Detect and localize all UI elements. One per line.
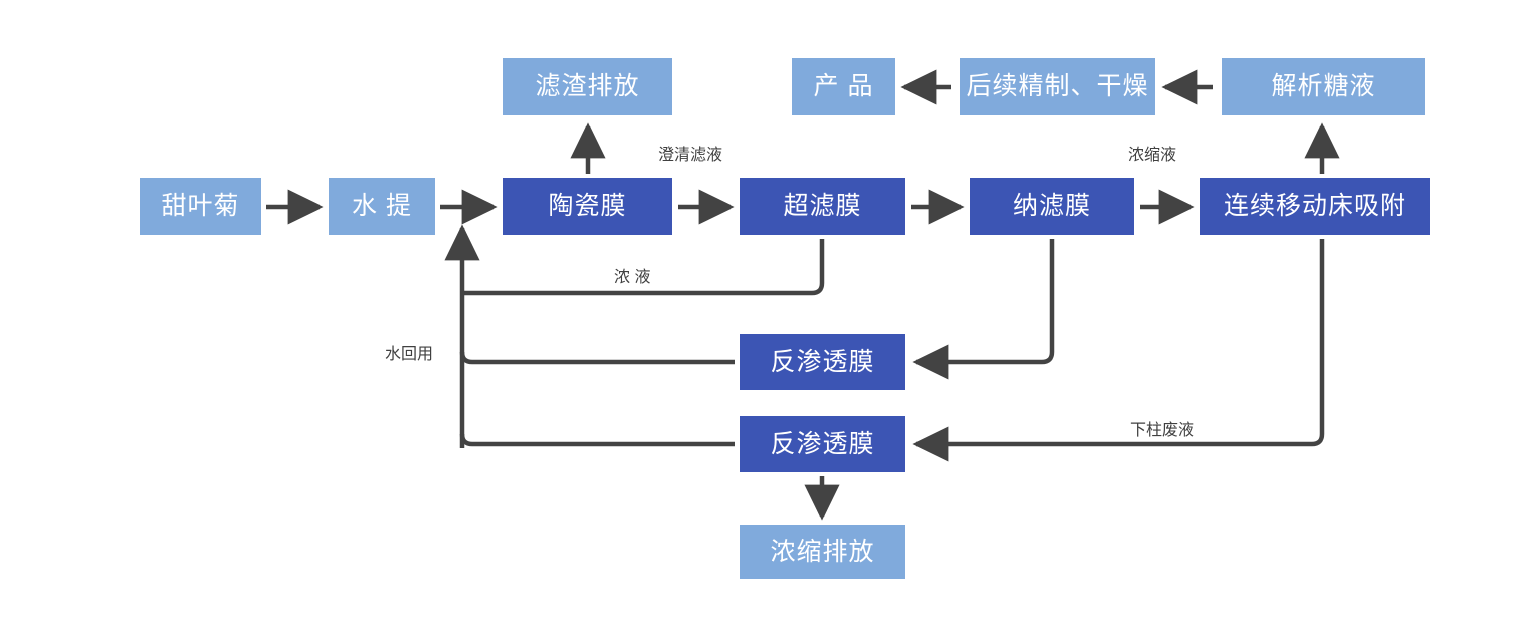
node-desorbed-sugar-liquid-label: 解析糖液 xyxy=(1271,72,1376,100)
edge-label-column-waste-liquid: 下柱废液 xyxy=(1130,422,1195,439)
connector-ultra-concentrate-to-feed xyxy=(462,239,825,296)
node-stevia[interactable]: 甜叶菊 xyxy=(140,178,261,235)
node-reverse-osmosis-bottom-label: 反渗透膜 xyxy=(770,429,875,458)
node-ceramic-membrane[interactable]: 陶瓷膜 xyxy=(503,178,672,235)
node-residue-discharge[interactable]: 滤渣排放 xyxy=(503,58,672,115)
node-refining-drying-label: 后续精制、干燥 xyxy=(966,72,1149,100)
node-concentrate-discharge[interactable]: 浓缩排放 xyxy=(740,525,905,579)
edge-label-water-reuse: 水回用 xyxy=(385,346,434,363)
node-refining-drying[interactable]: 后续精制、干燥 xyxy=(960,58,1155,115)
node-ceramic-membrane-label: 陶瓷膜 xyxy=(548,192,627,220)
node-water-extraction[interactable]: 水 提 xyxy=(329,178,435,235)
node-continuous-moving-bed-adsorption[interactable]: 连续移动床吸附 xyxy=(1200,178,1430,235)
node-ultrafiltration-membrane[interactable]: 超滤膜 xyxy=(740,178,905,235)
connector-ro-bottom-water-reuse xyxy=(459,433,735,447)
node-residue-discharge-label: 滤渣排放 xyxy=(535,72,640,100)
node-reverse-osmosis-top[interactable]: 反渗透膜 xyxy=(740,334,905,390)
edge-label-thick-liquid: 浓 液 xyxy=(614,269,651,286)
connector-ro-top-water-reuse xyxy=(459,351,735,365)
node-ultrafiltration-membrane-label: 超滤膜 xyxy=(783,192,862,220)
connector-nano-to-ro-top xyxy=(912,239,1055,380)
node-nanofiltration-membrane[interactable]: 纳滤膜 xyxy=(970,178,1134,235)
node-concentrate-discharge-label: 浓缩排放 xyxy=(770,537,875,566)
edge-label-clarified-filtrate: 澄清滤液 xyxy=(658,147,723,164)
node-product[interactable]: 产 品 xyxy=(792,58,895,115)
connector-moving-bed-to-ro-bottom xyxy=(912,239,1325,462)
node-continuous-moving-bed-adsorption-label: 连续移动床吸附 xyxy=(1223,192,1406,220)
node-stevia-label: 甜叶菊 xyxy=(161,192,240,220)
node-desorbed-sugar-liquid[interactable]: 解析糖液 xyxy=(1222,58,1425,115)
node-product-label: 产 品 xyxy=(813,72,874,100)
node-nanofiltration-membrane-label: 纳滤膜 xyxy=(1012,192,1091,220)
node-reverse-osmosis-top-label: 反渗透膜 xyxy=(770,347,875,376)
node-water-extraction-label: 水 提 xyxy=(352,192,412,220)
node-reverse-osmosis-bottom[interactable]: 反渗透膜 xyxy=(740,416,905,472)
edge-label-concentrate: 浓缩液 xyxy=(1128,147,1177,164)
